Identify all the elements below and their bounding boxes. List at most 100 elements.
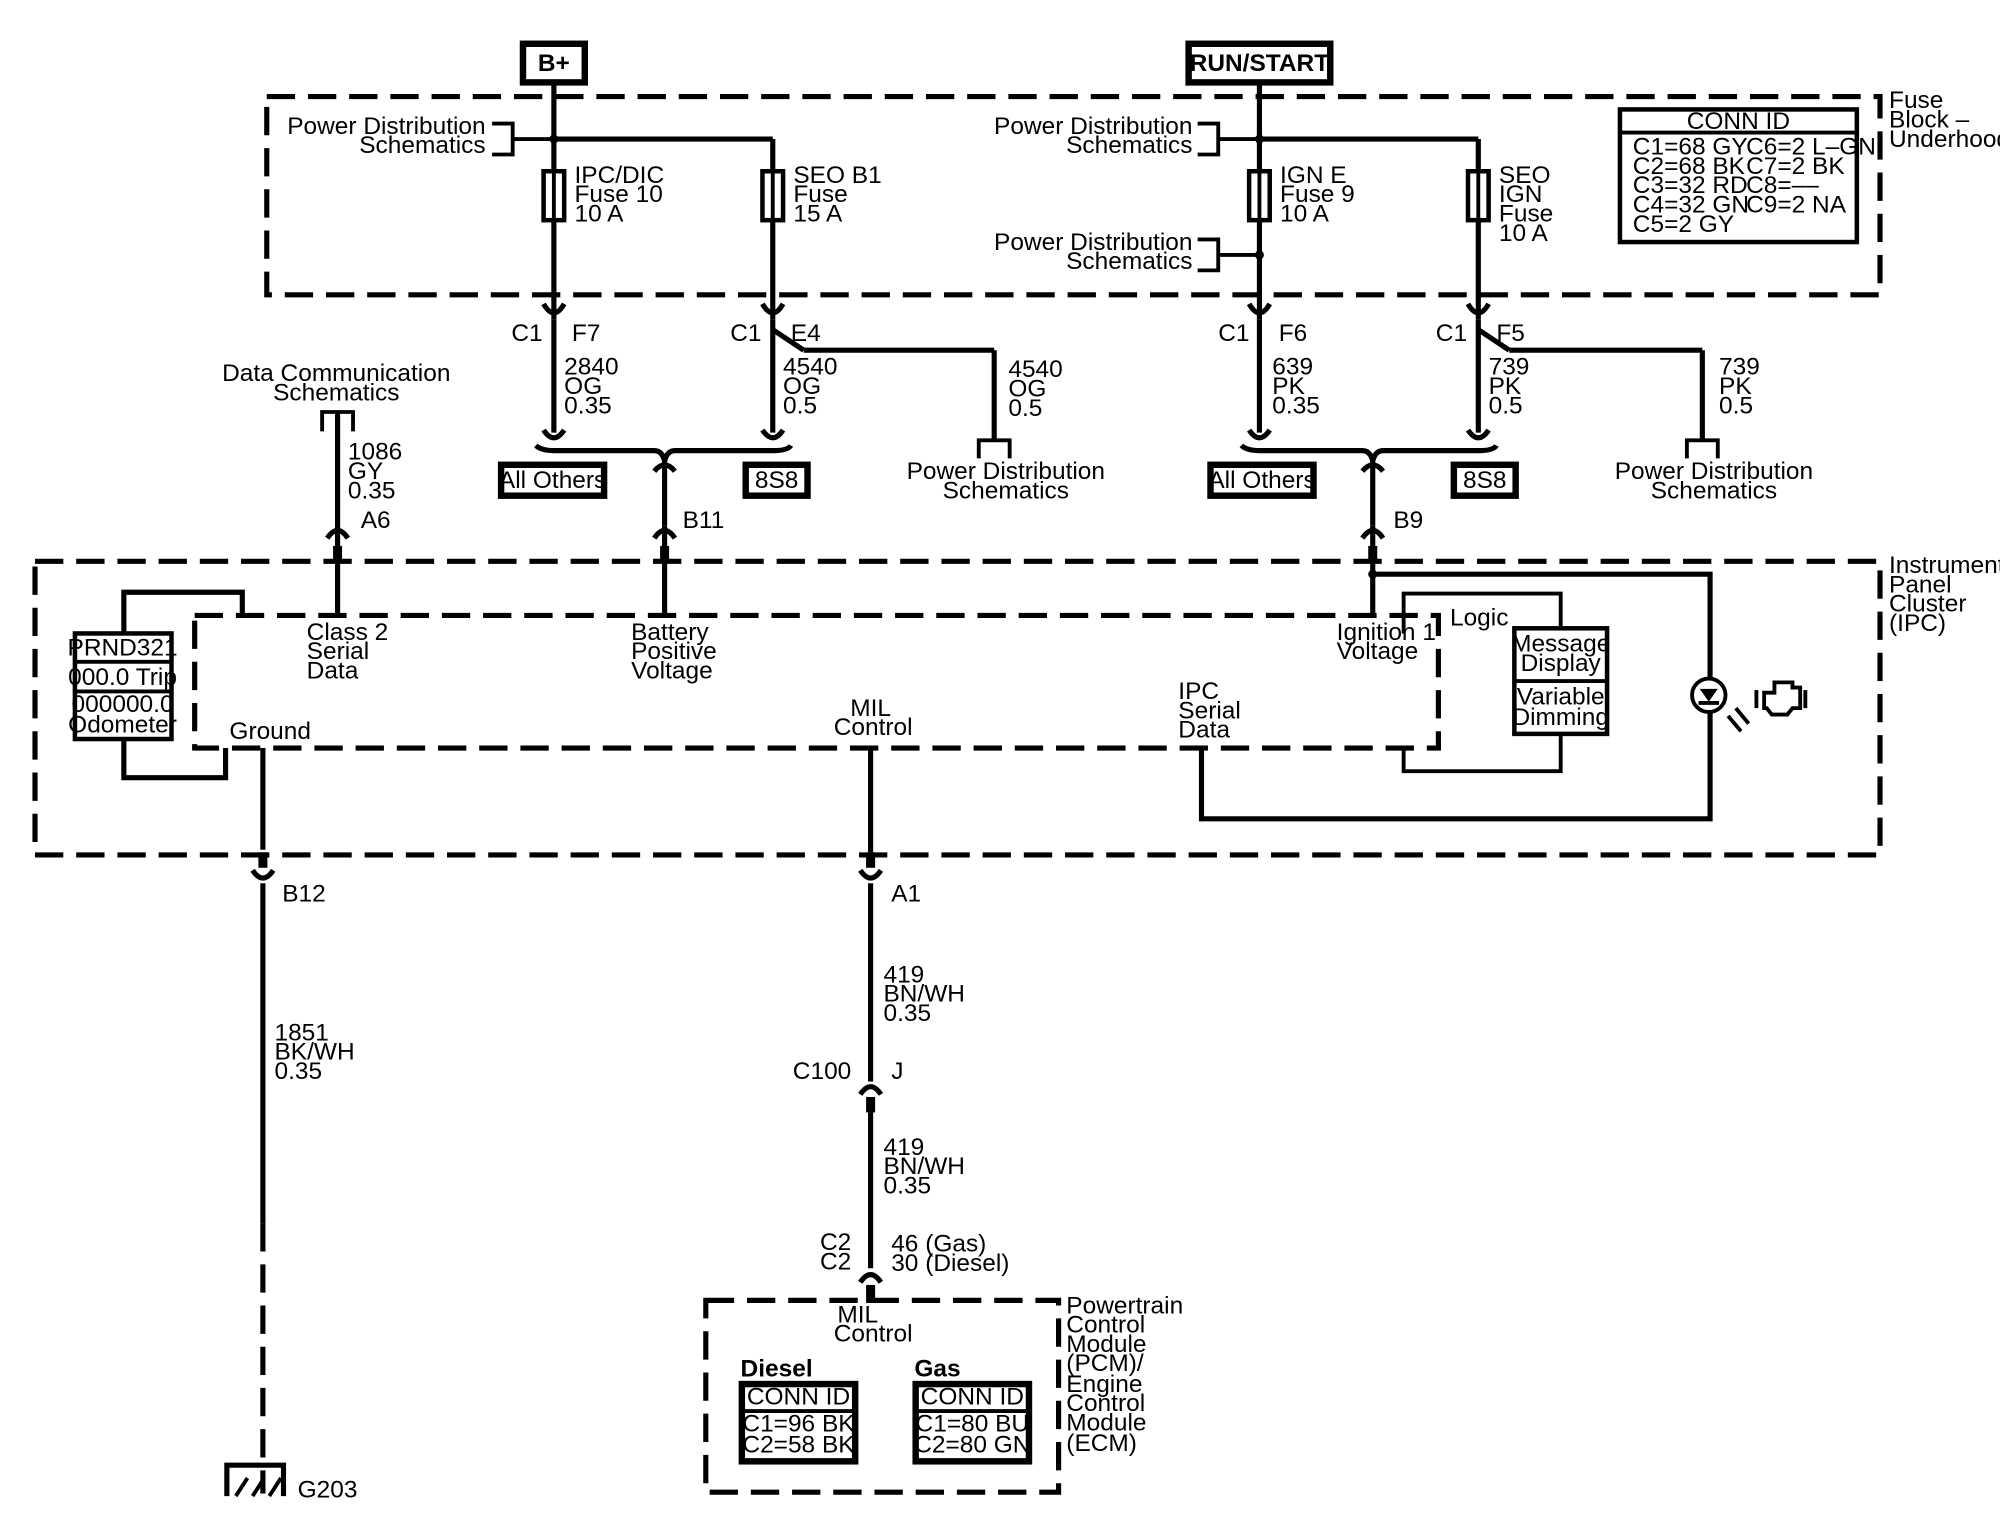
pcm-outline [703, 1297, 1062, 1495]
fuse-seo-ign-line4: 10 A [1499, 220, 1549, 247]
wire-639-color: PK [1272, 373, 1305, 400]
pin-b11: B11 [683, 507, 725, 534]
pds-label-2a: Power Distribution [994, 113, 1192, 140]
pin-b12: B12 [282, 880, 326, 907]
all-others-label-1: All Others [499, 467, 606, 494]
fuse-ign-e-line1: IGN E [1280, 162, 1347, 189]
wire-419a-num: 419 [883, 961, 924, 988]
wire-1851-size: 0.35 [274, 1058, 322, 1085]
conn-id-c9: C9=2 NA [1746, 191, 1847, 218]
pin-a1: A1 [891, 880, 921, 907]
ipc-mil-label-1: MIL [850, 695, 891, 722]
gas-conn-id-title: CONN ID [921, 1384, 1024, 1411]
wire-2840-size: 0.35 [564, 392, 612, 419]
ipc-title-2: Panel [1889, 571, 1952, 598]
wire-739b-size: 0.5 [1719, 392, 1753, 419]
gas-conn-id-c2: C2=80 GN [914, 1431, 1030, 1458]
wire-4540b-num: 4540 [1008, 356, 1062, 383]
pcm-title-7: Module [1066, 1409, 1146, 1436]
wire-419b-num: 419 [883, 1134, 924, 1161]
wire-739a-color: PK [1489, 373, 1522, 400]
wire-1086-num: 1086 [348, 439, 402, 466]
check-engine-icon [1754, 680, 1808, 717]
pds-label-1b: Schematics [359, 132, 485, 159]
conn-id-c4: C4=32 GN [1633, 191, 1749, 218]
data-comm-label-1: Data Communication [222, 360, 450, 387]
wire-639-num: 639 [1272, 354, 1313, 381]
conn-c1-f6: C1 [1218, 320, 1249, 347]
fuse-block-title-3: Underhood [1889, 126, 2000, 153]
pcm-title-5: Engine [1066, 1371, 1142, 1398]
fuse-seo-b1-line1: SEO B1 [793, 162, 881, 189]
fuse-ign-e-line2: Fuse 9 [1280, 181, 1355, 208]
ground-label: Ground [229, 718, 311, 745]
s8s-box-1: 8S8 [742, 461, 811, 499]
pcm-title-6: Control [1066, 1390, 1145, 1417]
fuse-block-title-2: Block – [1889, 106, 1970, 133]
odometer-label-1: 000000.0 [72, 691, 174, 718]
run-start-source: RUN/START [1185, 40, 1334, 86]
class2-label-3: Data [307, 658, 359, 685]
pds-label-3a: Power Distribution [994, 229, 1192, 256]
conn-c1-f5: C1 [1436, 320, 1467, 347]
battery-label-2: Positive [631, 638, 717, 665]
wire-2840-num: 2840 [564, 354, 618, 381]
message-display-box: Message Display Variable Dimming [1511, 626, 1610, 737]
battery-label-3: Voltage [631, 658, 713, 685]
wire-2840-color: OG [564, 373, 602, 400]
wire-739a-size: 0.5 [1489, 392, 1523, 419]
s8s-label-1: 8S8 [755, 467, 799, 494]
diesel-conn-id-title: CONN ID [747, 1384, 850, 1411]
run-start-label: RUN/START [1190, 50, 1330, 77]
all-others-box-2: All Others [1207, 461, 1317, 499]
conn-id-c1: C1=68 GY [1633, 134, 1748, 161]
conn-id-c5: C5=2 GY [1633, 211, 1734, 238]
message-display-label-2: Display [1521, 650, 1602, 677]
wire-419a-color: BN/WH [883, 981, 965, 1008]
fuse-ipc-dic-line1: IPC/DIC [574, 162, 664, 189]
wire-4540a-color: OG [783, 373, 821, 400]
conn-id-c6: C6=2 L–GN [1746, 134, 1876, 161]
ipc-title-1: Instrument [1889, 552, 2000, 579]
fuse-block-title-1: Fuse [1889, 87, 1943, 114]
ipc-serial-label-2: Serial [1178, 697, 1241, 724]
fuse-ign-e-line3: 10 A [1280, 200, 1330, 227]
pin-j: J [891, 1058, 903, 1085]
class2-label-2: Serial [307, 638, 370, 665]
pin-f7: F7 [572, 320, 601, 347]
data-comm-label-2: Schematics [273, 379, 399, 406]
ignition-label-2: Voltage [1337, 638, 1419, 665]
wire-4540b-color: OG [1008, 376, 1046, 403]
wire-739b-num: 739 [1719, 354, 1760, 381]
conn-c100: C100 [793, 1058, 851, 1085]
wire-4540b-size: 0.5 [1008, 395, 1042, 422]
wire-1086-color: GY [348, 458, 383, 485]
all-others-label-2: All Others [1208, 467, 1315, 494]
pcm-title-3: Module [1066, 1331, 1146, 1358]
conn-c1-f7: C1 [511, 320, 542, 347]
conn-c2-a: C2 [820, 1229, 851, 1256]
conn-id-c3: C3=32 RD [1633, 172, 1748, 199]
conn-id-c2: C2=68 BK [1633, 153, 1746, 180]
ground-g203-label: G203 [298, 1476, 358, 1503]
pds-label-5b: Schematics [1651, 477, 1777, 504]
fuse-seo-ign-line2: IGN [1499, 181, 1542, 208]
pcm-title-2: Control [1066, 1312, 1145, 1339]
wire-739a-num: 739 [1489, 354, 1530, 381]
pcm-mil-label-1: MIL [837, 1301, 878, 1328]
ipc-serial-label-3: Data [1178, 717, 1230, 744]
wire-4540a-size: 0.5 [783, 392, 817, 419]
pds-label-2b: Schematics [1066, 132, 1192, 159]
wire-1851-color: BK/WH [274, 1039, 354, 1066]
ipc-outline [32, 558, 1883, 858]
prnd-label: PRND321 [68, 634, 178, 661]
ipc-inner-outline [192, 612, 1441, 751]
fuse-block-outline [264, 93, 1883, 298]
ignition-label-1: Ignition 1 [1337, 619, 1436, 646]
pds-label-5a: Power Distribution [1615, 458, 1813, 485]
logic-label: Logic [1450, 605, 1508, 632]
ground-symbol [224, 1462, 287, 1498]
class2-label-1: Class 2 [307, 619, 389, 646]
